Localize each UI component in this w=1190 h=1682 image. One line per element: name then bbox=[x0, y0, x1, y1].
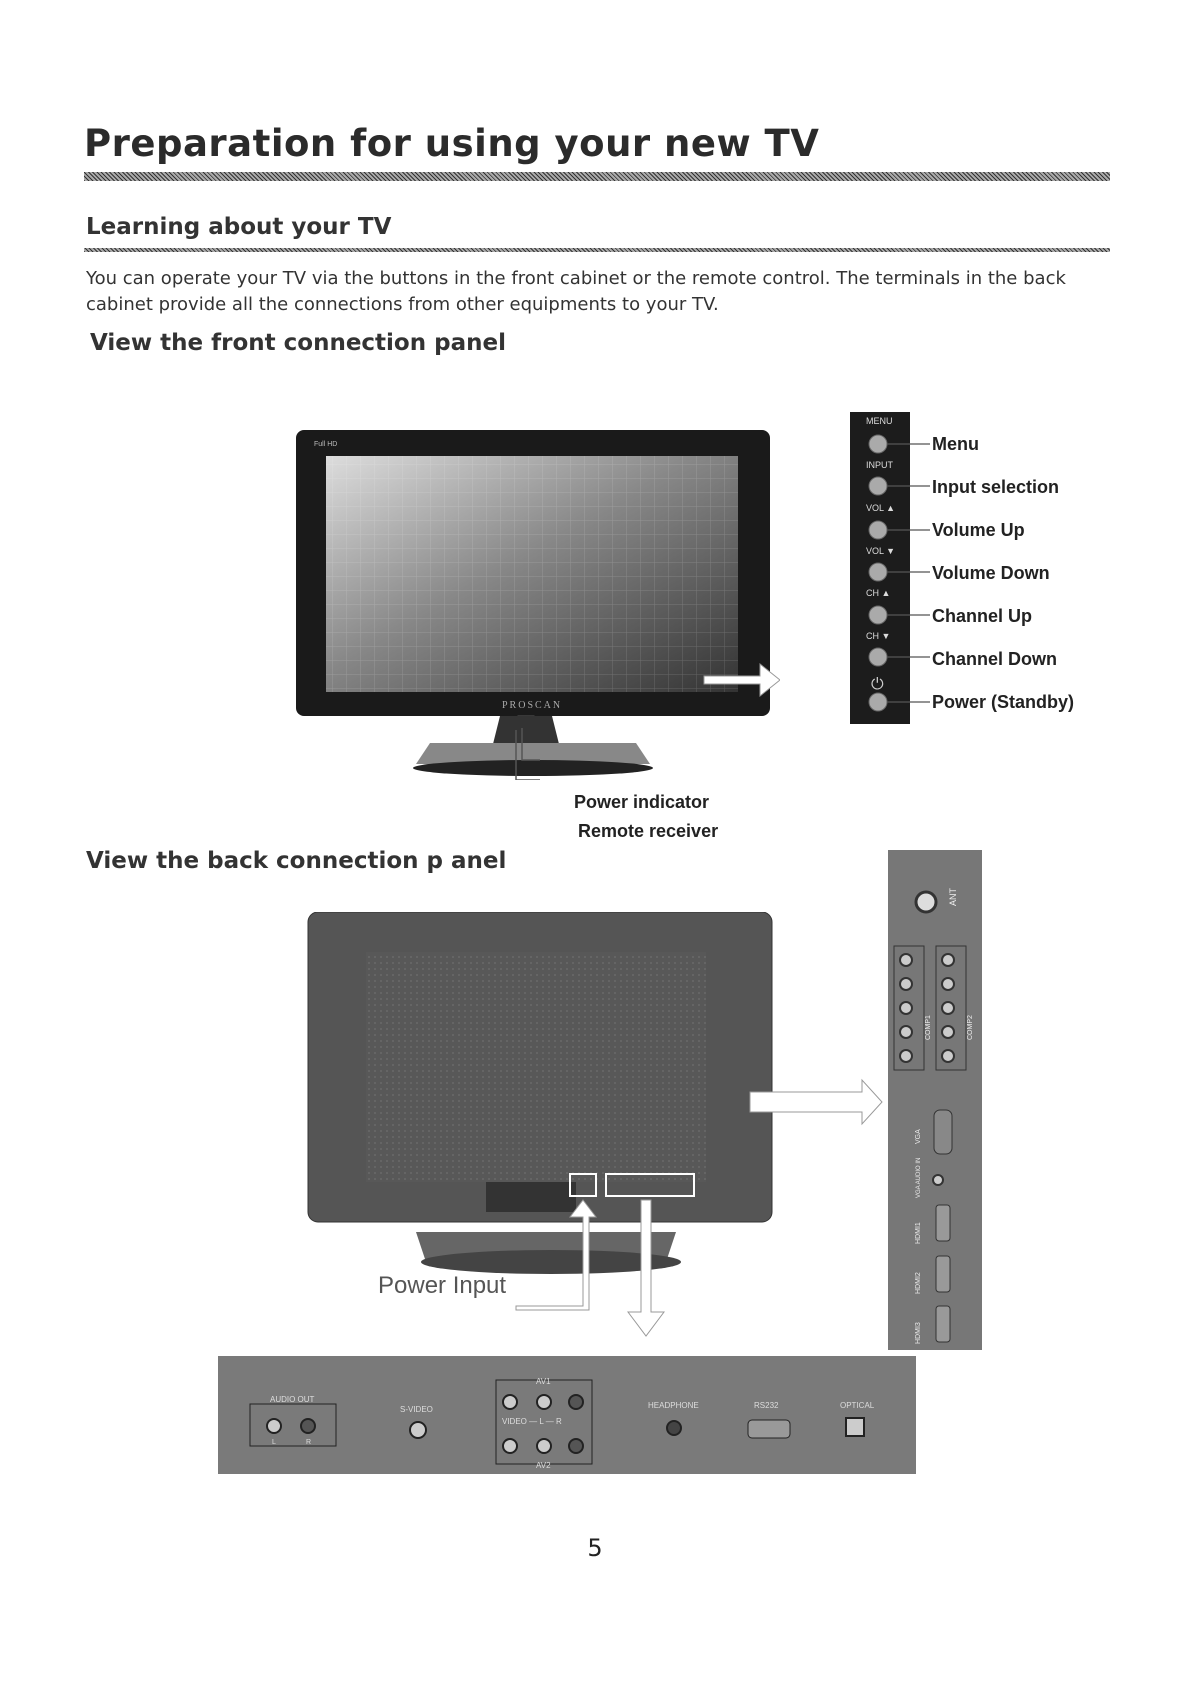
label-audio-l: L bbox=[272, 1439, 276, 1446]
back-bottom-panel: AUDIO OUT L R S-VIDEO AV1 VIDEO — L — R … bbox=[218, 1356, 918, 1476]
label-audio-out: AUDIO OUT bbox=[270, 1395, 315, 1404]
label-comp1: COMP1 bbox=[925, 1015, 932, 1040]
front-panel-heading: View the front connection panel bbox=[90, 330, 506, 356]
callout-volume-down: Volume Down bbox=[932, 563, 1050, 584]
label-optical: OPTICAL bbox=[840, 1401, 875, 1410]
callout-menu: Menu bbox=[932, 434, 979, 455]
callout-volume-up: Volume Up bbox=[932, 520, 1025, 541]
label-vga: VGA bbox=[915, 1129, 922, 1144]
back-panel-heading: View the back connection p anel bbox=[86, 848, 506, 874]
front-tv-illustration: Full HD PROSCAN bbox=[290, 408, 780, 780]
tv-brand: PROSCAN bbox=[502, 700, 562, 711]
title-rule bbox=[84, 172, 1110, 181]
intro-paragraph: You can operate your TV via the buttons … bbox=[86, 266, 1116, 318]
callout-input-selection: Input selection bbox=[932, 477, 1059, 498]
page-number: 5 bbox=[0, 1534, 1190, 1562]
label-comp2: COMP2 bbox=[967, 1015, 974, 1040]
section-rule bbox=[84, 248, 1110, 252]
label-video-row: VIDEO — L — R bbox=[502, 1417, 562, 1426]
callout-power-standby: Power (Standby) bbox=[932, 692, 1074, 713]
label-audio-r: R bbox=[306, 1439, 311, 1446]
power-input-label: Power Input bbox=[378, 1272, 506, 1300]
callout-channel-down: Channel Down bbox=[932, 649, 1057, 670]
label-hdmi2: HDMI2 bbox=[915, 1272, 922, 1294]
callout-channel-up: Channel Up bbox=[932, 606, 1032, 627]
svg-text:Full HD: Full HD bbox=[314, 441, 337, 448]
label-s-video: S-VIDEO bbox=[400, 1405, 433, 1414]
label-hdmi3: HDMI3 bbox=[915, 1322, 922, 1344]
label-vga-audio: VGA AUDIO IN bbox=[916, 1158, 922, 1198]
label-rs232: RS232 bbox=[754, 1401, 779, 1410]
label-headphone: HEADPHONE bbox=[648, 1401, 699, 1410]
label-ant: ANT bbox=[948, 887, 958, 906]
label-hdmi1: HDMI1 bbox=[915, 1222, 922, 1244]
callout-power-indicator: Power indicator bbox=[574, 792, 709, 813]
callout-remote-receiver: Remote receiver bbox=[578, 821, 718, 842]
back-side-panel: ANT COMP1 COMP2 VGA VGA AUDIO IN HDMI1 H… bbox=[888, 850, 984, 1350]
label-av1: AV1 bbox=[536, 1377, 551, 1386]
label-av2: AV2 bbox=[536, 1461, 551, 1470]
front-button-callout-lines bbox=[850, 412, 930, 724]
page-title: Preparation for using your new TV bbox=[84, 122, 819, 165]
section-title: Learning about your TV bbox=[86, 214, 391, 240]
